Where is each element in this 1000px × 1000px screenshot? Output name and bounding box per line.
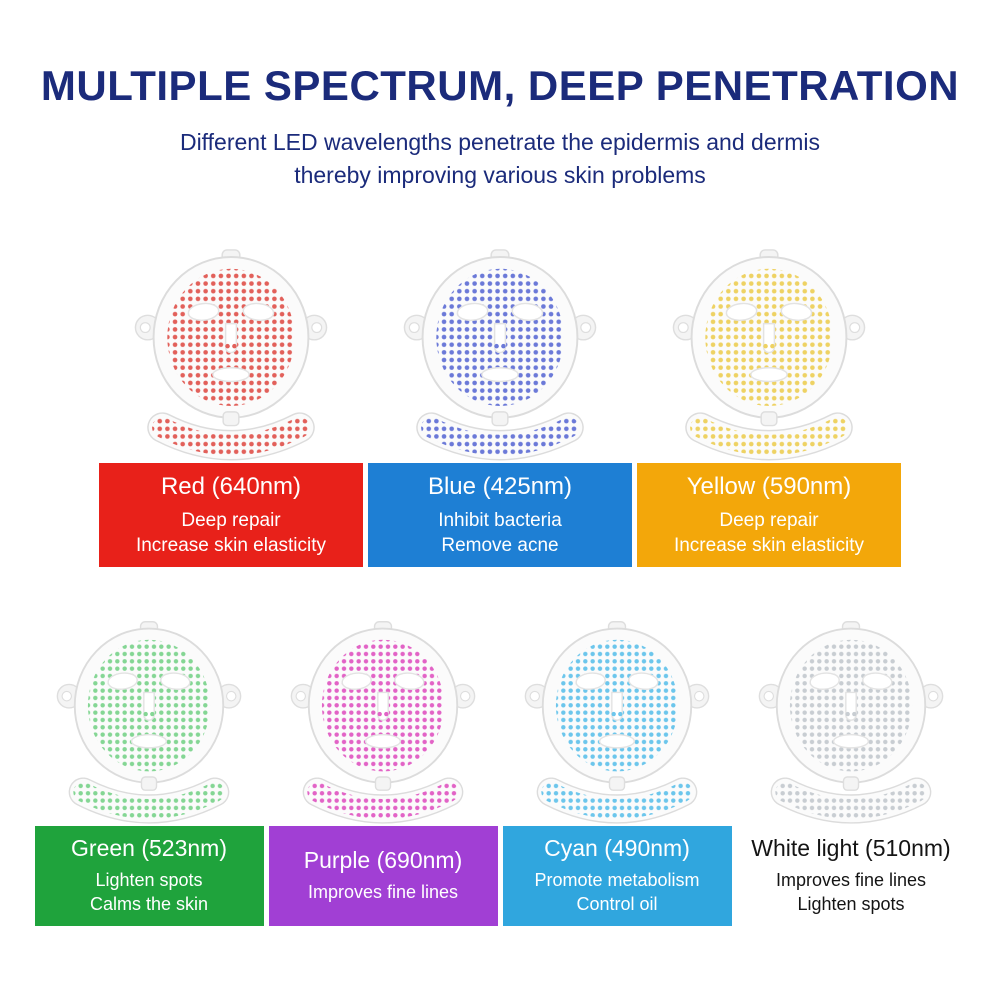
led-mask-illustration: [402, 249, 598, 461]
wavelength-benefit-line: Remove acne: [441, 534, 559, 556]
wavelength-benefit-line: Lighten spots: [95, 870, 203, 891]
wavelength-benefit-line: Increase skin elasticity: [673, 534, 865, 556]
wavelength-benefit-line: Deep repair: [181, 509, 281, 531]
wavelength-name: Cyan (490nm): [544, 835, 690, 862]
led-mask-illustration: [55, 621, 243, 824]
led-mask-illustration: [757, 621, 945, 824]
wavelength-name: White light (510nm): [751, 835, 951, 862]
wavelength-label-box: Purple (690nm) Improves fine lines: [268, 826, 498, 927]
wavelength-benefit-line: Deep repair: [719, 509, 819, 531]
wavelength-name: Purple (690nm): [303, 847, 463, 874]
wavelength-benefit-line: Calms the skin: [89, 894, 209, 915]
subtitle-line-2: thereby improving various skin problems: [294, 161, 706, 188]
wavelength-benefit-line: Improves fine lines: [307, 882, 459, 903]
wavelength-benefit-line: Control oil: [576, 894, 658, 915]
wavelength-benefit-line: Promote metabolism: [534, 870, 700, 891]
led-mask-illustration: [133, 249, 329, 461]
page-title: MULTIPLE SPECTRUM, DEEP PENETRATION: [40, 62, 960, 109]
led-mask-illustration: [523, 621, 711, 824]
wavelength-name: Blue (425nm): [427, 472, 573, 500]
wavelength-benefit-line: Improves fine lines: [775, 870, 927, 891]
wavelength-name: Green (523nm): [71, 835, 227, 862]
led-mask-illustration: [671, 249, 867, 461]
wavelength-name: Red (640nm): [160, 472, 302, 500]
page-subtitle: Different LED wavelengths penetrate the …: [0, 126, 1000, 191]
wavelength-benefits: Improves fine lines: [273, 881, 494, 905]
mask-card: Purple (690nm) Improves fine lines: [268, 621, 498, 927]
subtitle-line-1: Different LED wavelengths penetrate the …: [179, 129, 821, 155]
wavelength-name: Yellow (590nm): [686, 472, 852, 500]
wavelength-benefit-line: Inhibit bacteria: [438, 509, 562, 531]
wavelength-benefit-line: Increase skin elasticity: [135, 534, 327, 556]
led-mask-illustration: [289, 621, 477, 824]
wavelength-benefit-line: Lighten spots: [797, 894, 905, 915]
